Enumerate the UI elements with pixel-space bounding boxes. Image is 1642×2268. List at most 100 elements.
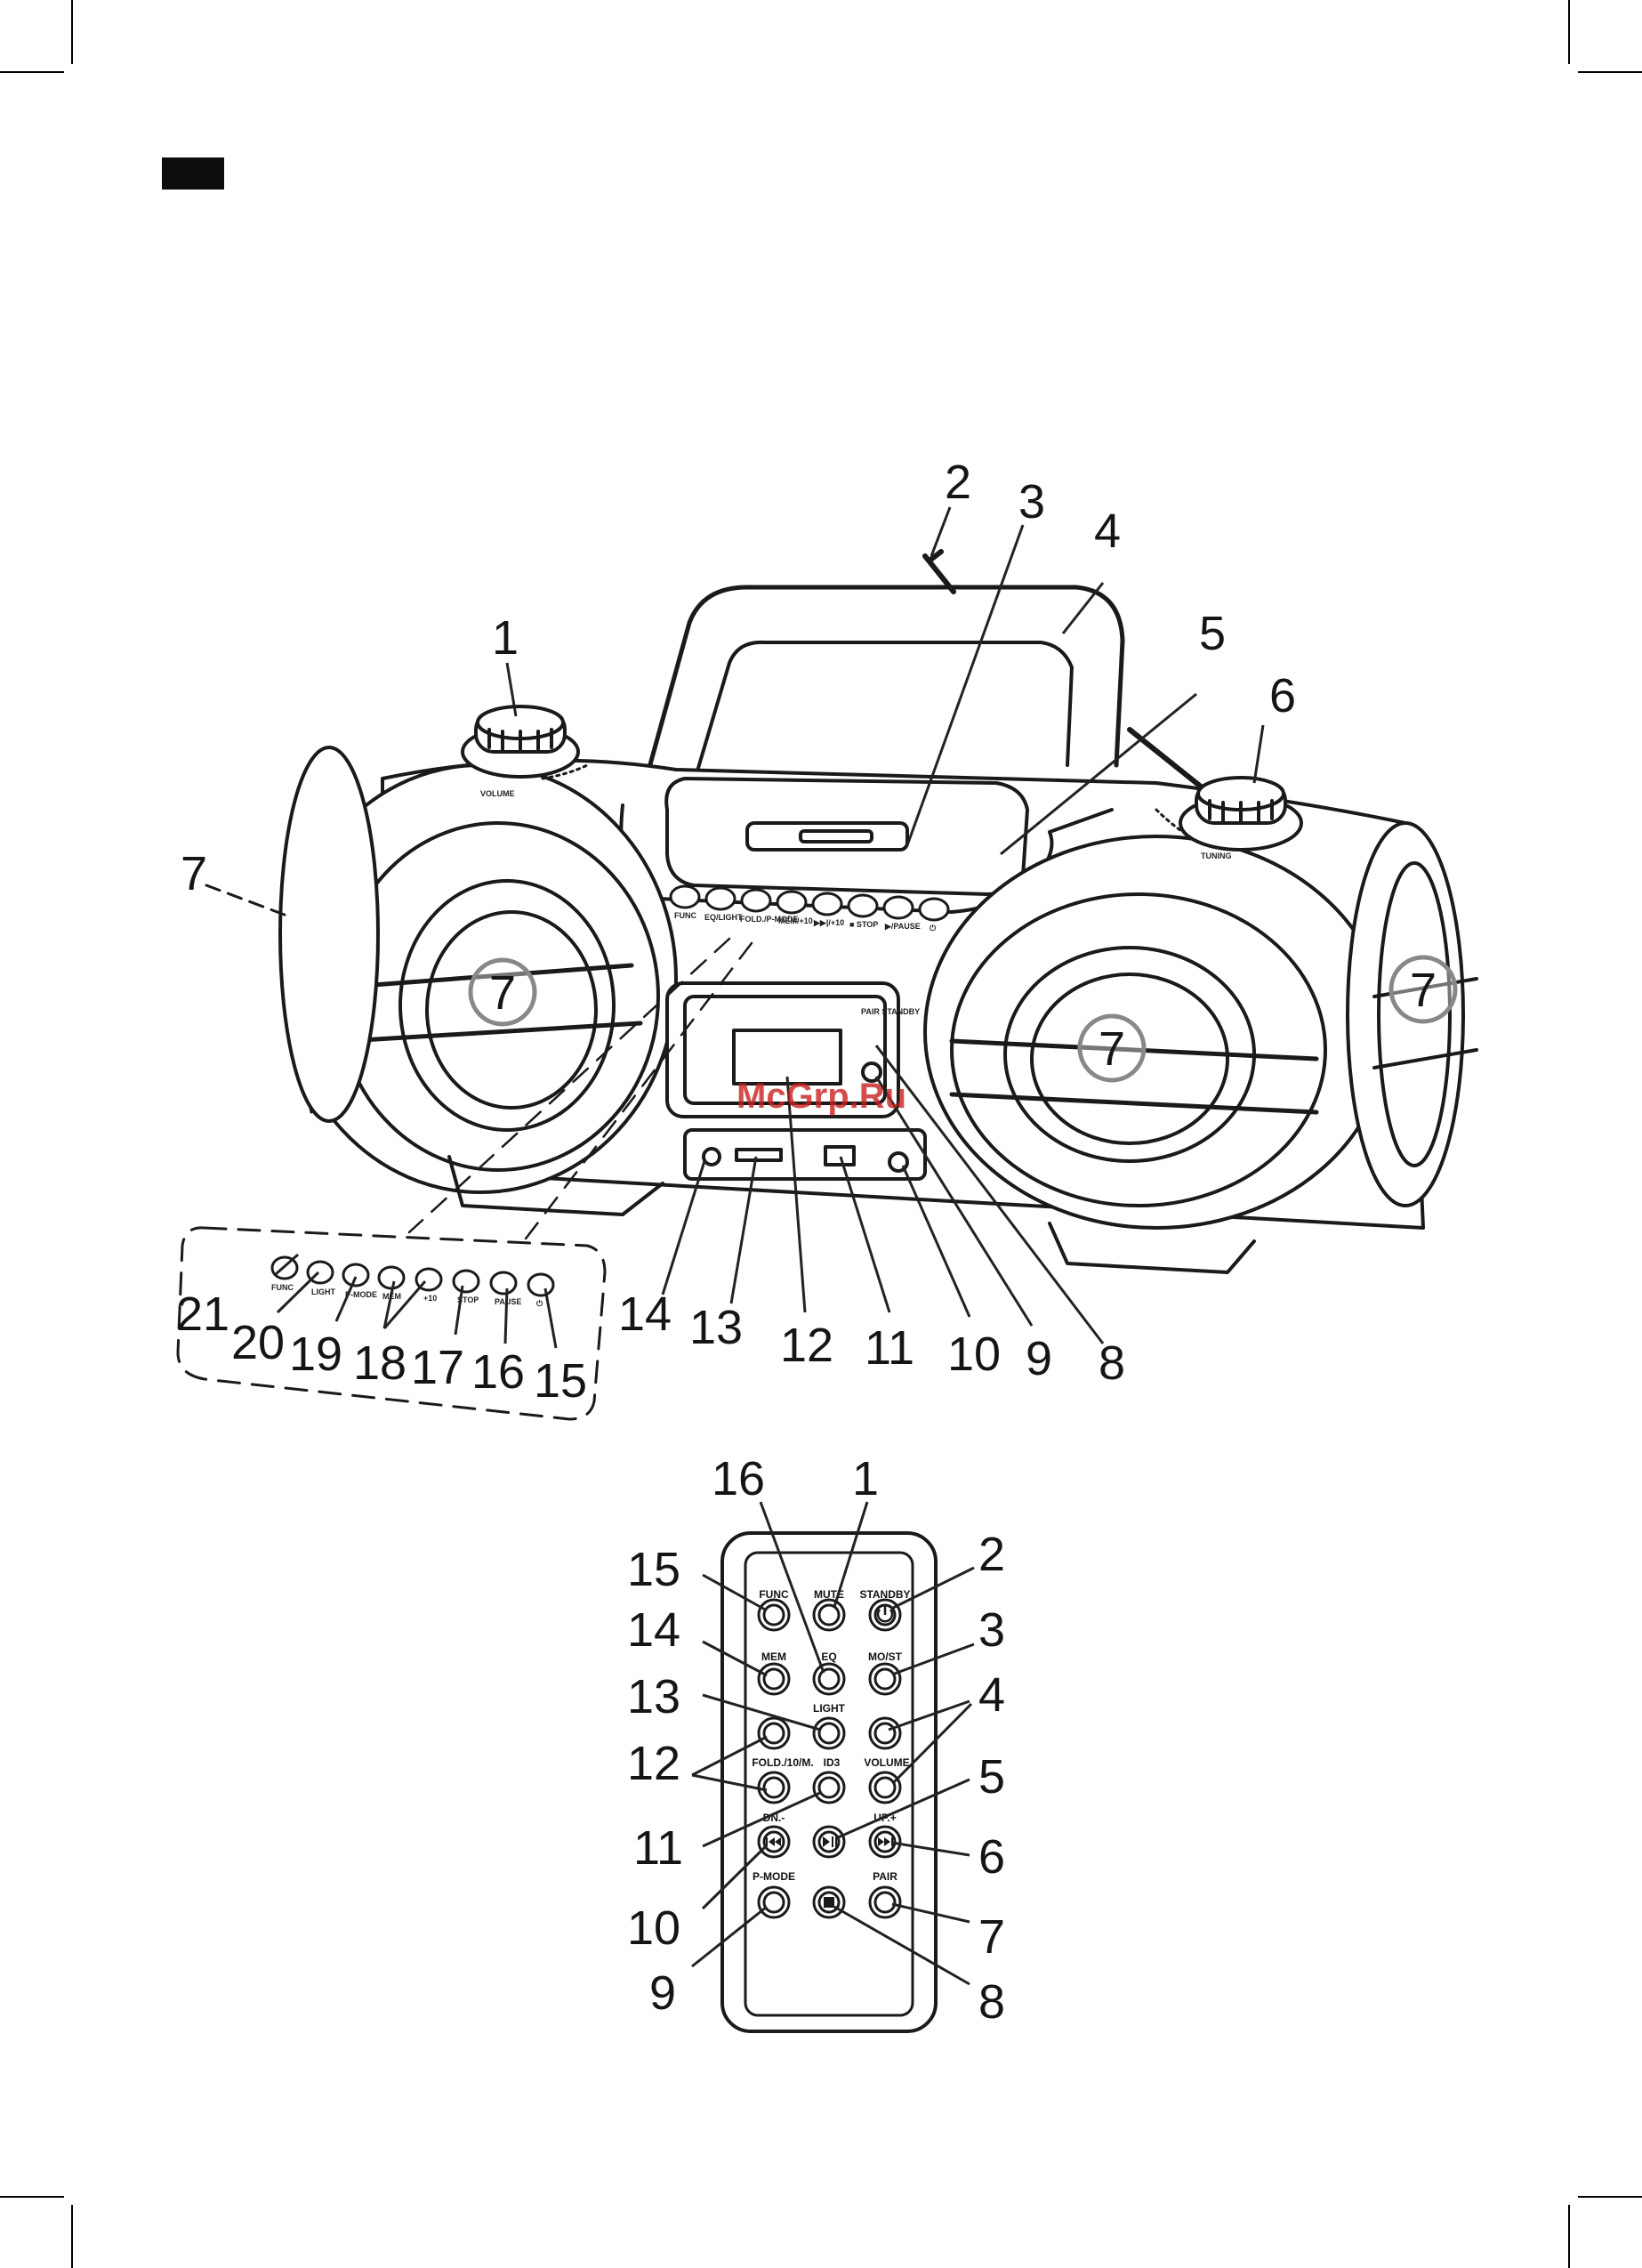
standby-label: STANDBY: [859, 1588, 910, 1601]
callout-13: 13: [689, 1301, 743, 1354]
button-label: ▶▶|/+10: [813, 918, 844, 927]
remote-callout-14: 14: [627, 1603, 680, 1657]
remote-callout-5: 5: [978, 1750, 1005, 1804]
inset-box: [176, 1226, 607, 1421]
speaker-marker: 7: [1077, 1013, 1147, 1083]
crop-mark: [1568, 0, 1570, 64]
pair-label: PAIR: [873, 1870, 897, 1883]
most-label: MO/ST: [868, 1651, 903, 1663]
tuning-knob: [1179, 776, 1303, 852]
dock-connector: [745, 821, 909, 852]
skip-back-icon: [766, 1837, 781, 1846]
pmode-label: P-MODE: [753, 1870, 795, 1883]
power-icon: [876, 1606, 894, 1623]
stop-icon: [824, 1897, 834, 1908]
remote-callout-3: 3: [978, 1603, 1005, 1657]
inset-label: +10: [423, 1294, 437, 1303]
callout-11: 11: [865, 1321, 914, 1375]
remote-callout-6: 6: [978, 1830, 1005, 1884]
inset-label: FUNC: [271, 1283, 294, 1292]
callout-8: 8: [1099, 1336, 1125, 1390]
crop-mark: [0, 2196, 64, 2198]
remote-callout-10: 10: [627, 1901, 680, 1955]
device-labels: VOLUME TUNING FUNC EQ/LIGHT FOLD./P-MODE…: [271, 789, 1232, 1308]
skip-forward-icon: [878, 1837, 893, 1846]
callout-16: 16: [471, 1345, 525, 1399]
handle: [645, 585, 1125, 777]
remote-callout-13: 13: [627, 1670, 680, 1723]
remote-callout-15: 15: [627, 1543, 680, 1596]
id3-label: ID3: [824, 1756, 841, 1769]
button-label: EQ/LIGHT: [704, 913, 743, 922]
speaker-marker-label: 7: [1099, 1022, 1125, 1076]
remote-control: [720, 1531, 938, 2033]
pair-standby-label: PAIR STANDBY: [861, 1007, 920, 1016]
callout-6: 6: [1269, 669, 1296, 722]
callout-10: 10: [947, 1328, 1001, 1381]
sd-slot: [735, 1148, 783, 1162]
remote-callout-16: 16: [712, 1452, 765, 1505]
antenna: [922, 549, 956, 594]
callout-14: 14: [618, 1287, 672, 1341]
func-label: FUNC: [759, 1588, 789, 1601]
callout-17: 17: [411, 1341, 464, 1394]
crop-mark: [71, 2205, 73, 2268]
callout-21: 21: [176, 1287, 229, 1341]
button-label: ⏻: [930, 924, 937, 932]
callout-2: 2: [945, 456, 971, 509]
volume-label: VOLUME: [864, 1756, 909, 1769]
speaker-marker-label: 7: [489, 966, 516, 1020]
inset-label: P-MODE: [345, 1290, 377, 1299]
dn-label: DN.-: [763, 1812, 785, 1824]
mem-label: MEM: [761, 1651, 786, 1663]
callout-20: 20: [231, 1316, 285, 1369]
remote-labels: FUNC MUTE STANDBY MEM EQ MO/ST LIGHT FOL…: [752, 1588, 910, 1883]
remote-callout-9: 9: [649, 1966, 676, 2020]
volume-knob: [461, 705, 580, 779]
inset-label: PAUSE: [495, 1297, 521, 1306]
remote-callout-1: 1: [852, 1452, 879, 1505]
callout-3: 3: [1018, 475, 1045, 529]
callout-7: 7: [181, 847, 207, 900]
callout-5: 5: [1199, 607, 1226, 660]
headphone-jack: [702, 1147, 721, 1166]
button-label: ■ STOP: [849, 920, 878, 929]
light-label: LIGHT: [813, 1702, 846, 1715]
inset-label: MEM: [382, 1292, 401, 1301]
fold-label: FOLD./10/M.: [752, 1756, 813, 1769]
play-pause-icon: [823, 1836, 837, 1847]
button-label: ▶/PAUSE: [884, 922, 921, 931]
remote-callouts: 1 2 3 4 5 6 7 8 9 10 11 12 13 14 15 16: [627, 1452, 1005, 2029]
callout-18: 18: [353, 1336, 406, 1390]
top-button-row: [669, 884, 950, 922]
crop-mark: [71, 0, 73, 64]
tuning-label: TUNING: [1201, 852, 1232, 860]
inset-label: LIGHT: [311, 1287, 335, 1296]
usb-port: [824, 1145, 856, 1166]
crop-mark: [1578, 71, 1642, 73]
remote-callout-7: 7: [978, 1910, 1005, 1964]
remote-callout-11: 11: [633, 1821, 683, 1875]
speaker-marker: 7: [1388, 955, 1458, 1024]
remote-leaders: [691, 1501, 975, 1986]
crop-mark: [1578, 2196, 1642, 2198]
language-tab: [162, 157, 224, 190]
button-label: FOLD./P-MODE: [740, 915, 799, 924]
remote-callout-4: 4: [978, 1668, 1005, 1722]
boombox-callouts: 1 2 3 4 5 6 7 8 9 10 11 12 13 14 15 16 1…: [176, 456, 1296, 1408]
speaker-marker: 7: [468, 957, 537, 1027]
aux-jack: [888, 1151, 909, 1173]
dock: [664, 777, 1029, 896]
remote-callout-8: 8: [978, 1975, 1005, 2029]
inset-buttons: [270, 1255, 555, 1297]
callout-19: 19: [289, 1328, 342, 1381]
callout-12: 12: [780, 1319, 833, 1372]
callout-1: 1: [492, 611, 519, 665]
boombox-leaders: [275, 506, 1265, 1349]
button-label: MEM/+10: [778, 916, 813, 925]
inset-label: ⏻: [536, 1299, 543, 1308]
left-end-cap: [278, 746, 380, 1123]
crop-mark: [1568, 2205, 1570, 2268]
